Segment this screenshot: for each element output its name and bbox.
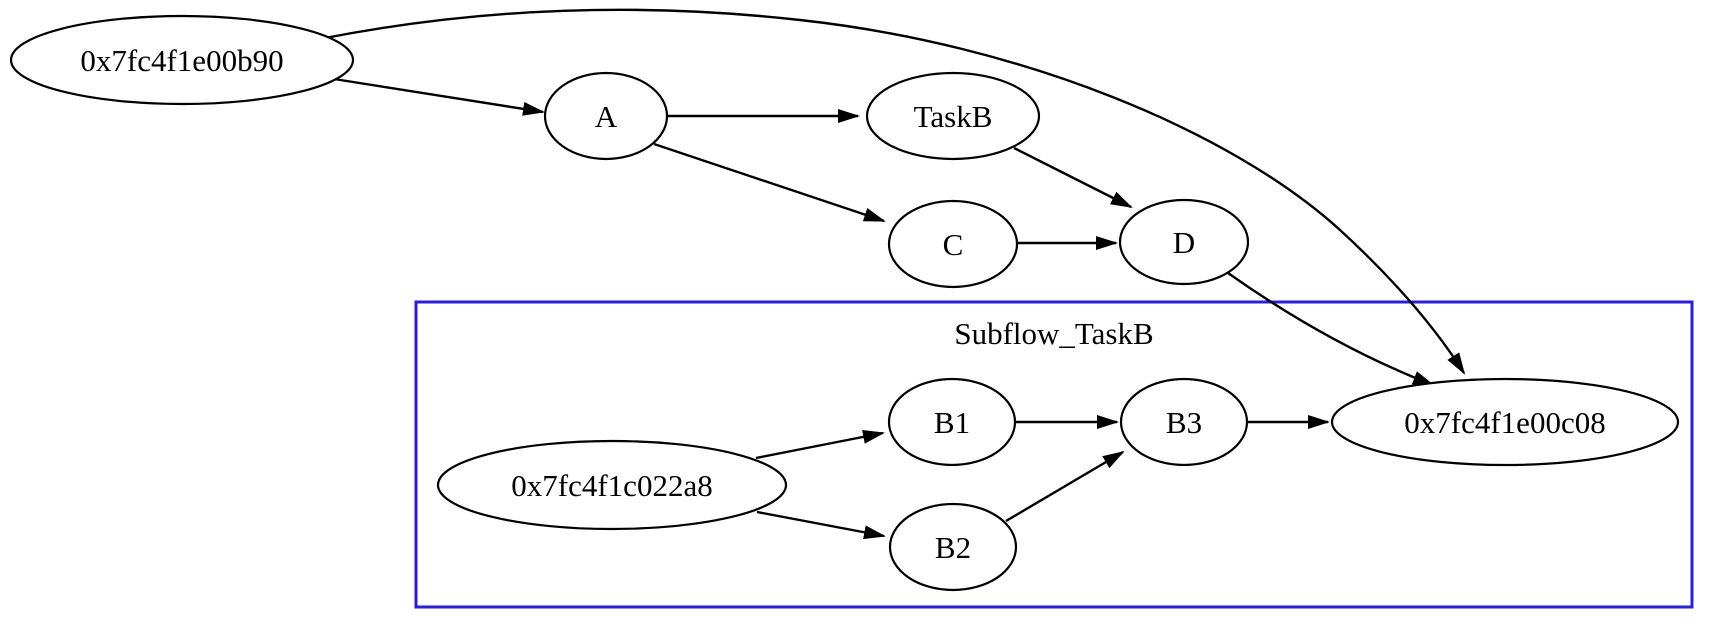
edge-substart-to-b1	[755, 429, 885, 460]
node-c-label: C	[943, 227, 964, 262]
cluster-subflow-taskb: Subflow_TaskB	[414, 300, 1694, 609]
node-c: C	[887, 199, 1019, 289]
node-d: D	[1118, 198, 1250, 286]
cluster-border	[414, 300, 1694, 609]
node-sub-start-label: 0x7fc4f1c022a8	[511, 468, 712, 503]
node-c-shape	[887, 199, 1019, 289]
edge-start-to-a	[333, 77, 545, 116]
node-b2-shape	[888, 502, 1018, 592]
node-end-main-label: 0x7fc4f1e00c08	[1404, 405, 1605, 440]
node-b3: B3	[1119, 377, 1249, 467]
node-start-main-shape	[9, 14, 355, 106]
node-sub-start-shape	[436, 439, 788, 531]
node-b1-shape	[887, 377, 1017, 467]
node-a-label: A	[595, 99, 618, 134]
node-a-shape	[543, 71, 669, 161]
edge-d-to-end	[1227, 272, 1435, 387]
node-start-main-label: 0x7fc4f1e00b90	[80, 43, 283, 78]
cluster-label: Subflow_TaskB	[954, 316, 1153, 351]
edge-a-to-c	[653, 142, 886, 223]
node-b1: B1	[887, 377, 1017, 467]
node-taskb-shape	[865, 71, 1041, 161]
node-b3-shape	[1119, 377, 1249, 467]
edge-b2-to-b3	[1005, 450, 1125, 523]
node-taskb: TaskB	[865, 71, 1041, 161]
node-b2-label: B2	[935, 530, 971, 565]
node-b3-label: B3	[1166, 405, 1202, 440]
node-d-label: D	[1173, 225, 1195, 260]
node-sub-start: 0x7fc4f1c022a8	[436, 439, 788, 531]
edge-taskb-to-d	[1013, 146, 1133, 209]
node-end-main-shape	[1330, 377, 1680, 467]
node-b2: B2	[888, 502, 1018, 592]
node-start-main: 0x7fc4f1e00b90	[9, 14, 355, 106]
node-d-shape	[1118, 198, 1250, 286]
node-end-main: 0x7fc4f1e00c08	[1330, 377, 1680, 467]
node-b1-label: B1	[934, 405, 970, 440]
node-taskb-label: TaskB	[914, 99, 993, 134]
edge-start-to-end	[324, 8, 1466, 375]
edge-substart-to-b2	[756, 510, 886, 540]
node-a: A	[543, 71, 669, 161]
